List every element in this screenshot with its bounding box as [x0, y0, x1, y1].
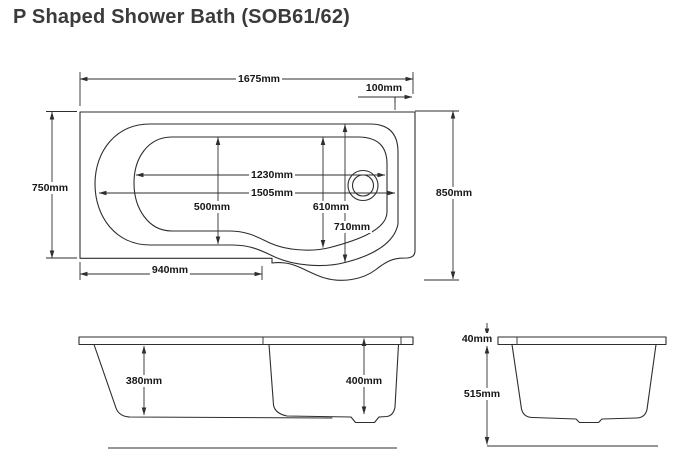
page-title: P Shaped Shower Bath (SOB61/62): [13, 6, 351, 28]
dim-label-front-straight: 940mm: [149, 263, 191, 277]
end-rim-bar: [497, 336, 667, 346]
bath-inner-outline: [133, 136, 388, 251]
dim-label-end-ledge: 100mm: [363, 81, 405, 95]
side-tub-profile: [93, 343, 333, 419]
end-body-profile: [511, 343, 657, 424]
waste-drain-circle: [351, 174, 375, 197]
panel-outline: [79, 111, 416, 281]
dim-label-depth-shower: 400mm: [343, 374, 385, 388]
dim-label-rim-length: 1505mm: [248, 186, 296, 200]
bath-rim-outline: [94, 123, 399, 267]
side-rim-bar: [78, 336, 414, 346]
dim-label-overall-length: 1675mm: [235, 72, 283, 86]
side-rim-dividers: [262, 337, 402, 345]
dim-label-width-shower-end: 850mm: [433, 186, 475, 200]
dim-label-height-below-rim: 515mm: [461, 387, 503, 401]
waste-overflow-circle: [347, 169, 379, 202]
side-shower-profile: [268, 343, 400, 424]
dim-label-depth-bath: 380mm: [123, 374, 165, 388]
dim-label-rim-width-shower: 710mm: [331, 220, 373, 234]
end-view-drawing: [484, 323, 667, 447]
dim-label-inner-width-shower: 610mm: [310, 200, 352, 214]
dim-label-inner-width: 500mm: [191, 200, 233, 214]
side-view-drawing: [78, 336, 414, 449]
dim-label-width-left: 750mm: [29, 181, 71, 195]
dim-label-rim-thickness: 40mm: [459, 332, 495, 346]
dim-label-inner-length: 1230mm: [248, 168, 296, 182]
